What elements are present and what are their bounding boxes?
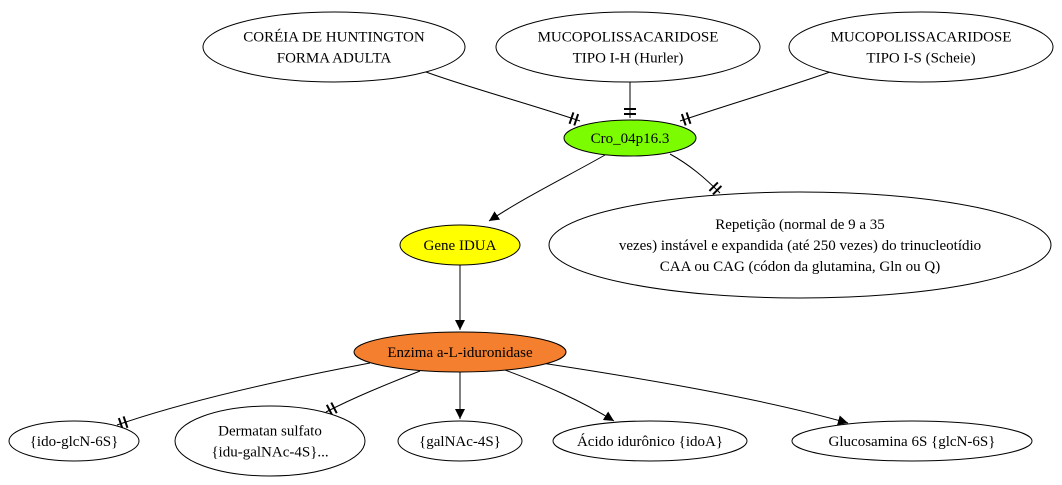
node-ellipse: [174, 405, 366, 477]
node-ellipse: [399, 224, 521, 266]
node-label: TIPO I-S (Scheie): [866, 51, 975, 67]
tee-bar: [568, 112, 575, 125]
edge-line: [504, 369, 615, 422]
node-label: Cro_04p16.3: [591, 131, 670, 147]
edge-line: [534, 361, 849, 426]
tee-bar: [712, 185, 723, 196]
node-scheie: MUCOPOLISSACARIDOSE TIPO I-S (Scheie): [788, 11, 1054, 83]
node-label: FORMA ADULTA: [277, 51, 392, 67]
node-label: MUCOPOLISSACARIDOSE: [831, 30, 1012, 46]
node-repeat: Repetição (normal de 9 a 35 vezes) instáv…: [548, 191, 1052, 299]
edges: [116, 71, 849, 430]
node-huntington: CORÉIA DE HUNTINGTON FORMA ADULTA: [202, 11, 466, 83]
tee-bar: [680, 113, 687, 126]
nodes: CORÉIA DE HUNTINGTON FORMA ADULTA MUCOPOLI…: [8, 11, 1054, 477]
node-label: Enzima a-L-iduronidase: [387, 345, 533, 361]
node-dermatan: Dermatan sulfato {idu-galNAc-4S}...: [174, 405, 366, 477]
node-ellipse: [495, 11, 761, 83]
node-ellipse: [788, 11, 1054, 83]
edge-hurler-to-chromosome: [624, 82, 636, 118]
node-label: {ido-glcN-6S}: [30, 434, 119, 450]
edge-line: [679, 71, 831, 122]
node-label: vezes) instável e expandida (até 250 vez…: [619, 238, 981, 254]
tee-bar: [708, 181, 719, 192]
edge-line: [488, 154, 606, 222]
node-label: Dermatan sulfato: [218, 424, 322, 440]
edge-enzyme-to-glucosamina: [534, 361, 849, 426]
node-label: Glucosamina 6S {glcN-6S}: [829, 434, 996, 450]
edge-chromosome-to-repeat: [669, 153, 723, 196]
edge-huntington-to-chromosome: [425, 71, 581, 126]
node-ellipse: [563, 119, 697, 157]
node-idoa: Ácido idurônico {idoA}: [552, 420, 748, 462]
tee-bar: [330, 402, 338, 414]
edge-enzyme-to-dermatan: [325, 370, 421, 416]
node-label: CORÉIA DE HUNTINGTON: [243, 29, 425, 46]
node-enzyme: Enzima a-L-iduronidase: [353, 331, 567, 373]
node-label: Gene IDUA: [424, 238, 497, 254]
node-gene: Gene IDUA: [399, 224, 521, 266]
node-chromosome: Cro_04p16.3: [563, 119, 697, 157]
node-ellipse: [8, 420, 140, 462]
edge-scheie-to-chromosome: [679, 71, 831, 126]
edge-line: [669, 153, 721, 194]
node-ellipse: [353, 331, 567, 373]
node-ellipse: [397, 420, 523, 462]
node-label: {galNAc-4S}: [419, 434, 501, 450]
tee-bar: [685, 112, 692, 125]
tee-bar: [325, 404, 334, 416]
node-label: {idu-galNAc-4S}...: [211, 445, 328, 461]
node-label: CAA ou CAG (códon da glutamina, Gln ou Q…: [660, 259, 940, 275]
edge-line: [116, 362, 371, 426]
node-label: TIPO I-H (Hurler): [573, 51, 684, 67]
edge-chromosome-to-gene: [488, 154, 606, 222]
node-ellipse: [202, 11, 466, 83]
node-hurler: MUCOPOLISSACARIDOSE TIPO I-H (Hurler): [495, 11, 761, 83]
node-label: Ácido idurônico {idoA}: [577, 433, 723, 450]
tee-bar: [122, 416, 129, 429]
edge-line: [425, 71, 581, 122]
node-idoglcn: {ido-glcN-6S}: [8, 420, 140, 462]
tee-bar: [573, 113, 580, 126]
node-ellipse: [791, 420, 1033, 462]
node-ellipse: [552, 420, 748, 462]
node-galnac: {galNAc-4S}: [397, 420, 523, 462]
node-label: Repetição (normal de 9 a 35: [715, 217, 885, 233]
edge-line: [325, 370, 421, 413]
node-ellipse: [548, 191, 1052, 299]
node-glucosamina: Glucosamina 6S {glcN-6S}: [791, 420, 1033, 462]
edge-enzyme-to-idoa: [504, 369, 615, 422]
node-label: MUCOPOLISSACARIDOSE: [538, 30, 719, 46]
